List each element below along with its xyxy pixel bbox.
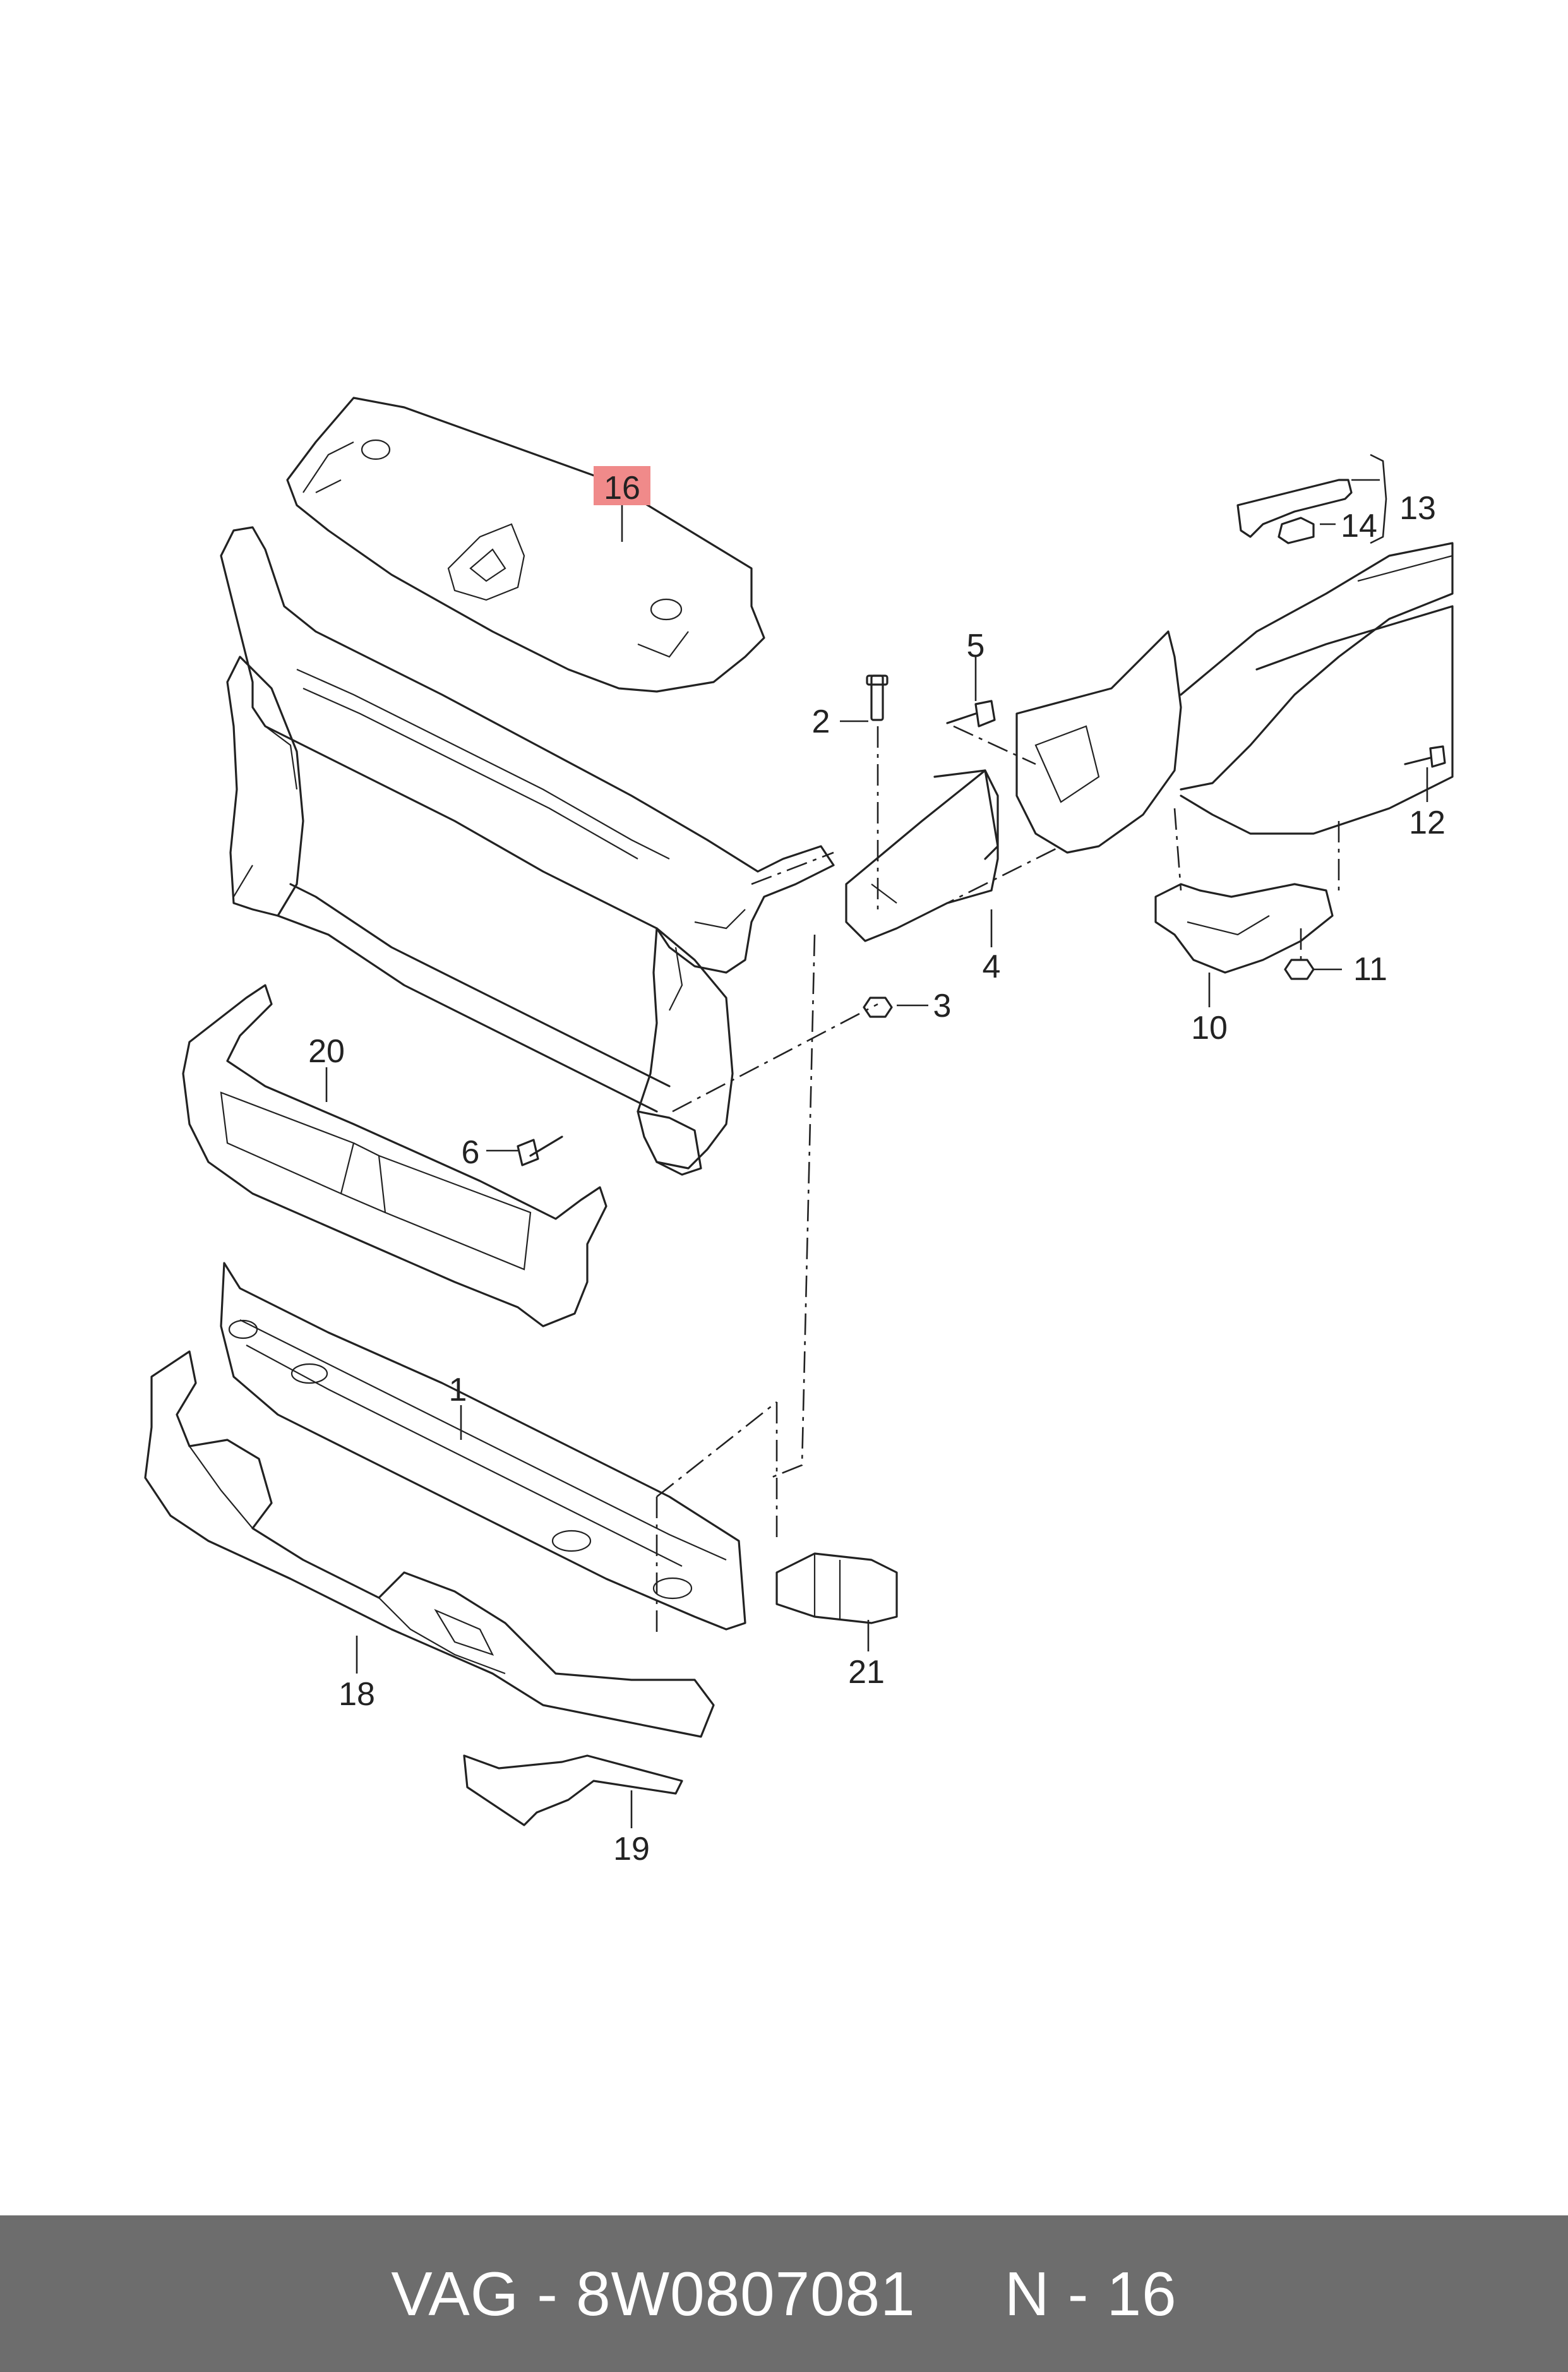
leader-lines: [325, 453, 1428, 1828]
callout-20: 20: [308, 1033, 345, 1070]
callout-6: 6: [462, 1134, 480, 1171]
callout-21: 21: [848, 1654, 885, 1691]
callout-1: 1: [449, 1372, 467, 1408]
part-10-bracket: [1154, 883, 1334, 974]
part-1-bumper-beam: [220, 1262, 746, 1631]
part-19-guide: [463, 1754, 683, 1826]
callout-16: 16: [604, 470, 640, 506]
part-16-cover: [286, 397, 765, 693]
callout-16-highlight: [594, 466, 650, 505]
side-member: [1015, 542, 1454, 854]
callout-labels: 16 2 5 3 4 6 10 11 12 13 14 20 1 18 19 2…: [308, 470, 1445, 1867]
part-13-bracket: [1236, 479, 1353, 538]
part-number-footer: VAG - 8W0807081 N - 16: [0, 2215, 1568, 2372]
callout-14: 14: [1341, 508, 1377, 544]
callout-3: 3: [933, 988, 952, 1024]
parts-diagram: 16 2 5 3 4 6 10 11 12 13 14 20 1 18 19 2…: [144, 397, 1454, 1867]
front-end-carrier: [220, 526, 835, 1176]
callout-2: 2: [812, 704, 830, 740]
callout-13: 13: [1399, 490, 1436, 527]
callout-10: 10: [1191, 1010, 1228, 1046]
fasteners: [517, 674, 1446, 1166]
part-21-bracket: [775, 1552, 898, 1624]
callout-11: 11: [1353, 951, 1387, 988]
callout-18: 18: [338, 1676, 375, 1713]
part-4-crash-box: [845, 769, 999, 942]
callout-4: 4: [983, 949, 1001, 985]
alignment-lines: [655, 725, 1340, 1636]
part-number-caption: VAG - 8W0807081 N - 16: [391, 2258, 1177, 2328]
callout-19: 19: [613, 1831, 650, 1867]
callout-12: 12: [1409, 805, 1445, 841]
part-14-clip: [1278, 517, 1315, 544]
callout-5: 5: [967, 628, 985, 664]
part-18-absorber: [144, 1350, 715, 1738]
part-20-air-guide: [182, 984, 607, 1327]
